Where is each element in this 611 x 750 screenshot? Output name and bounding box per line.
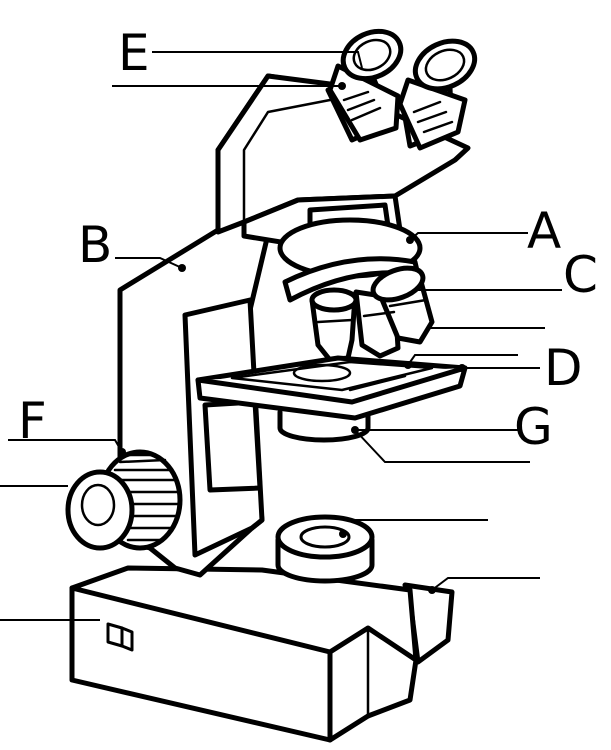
- leader-lines: [0, 51, 562, 621]
- label-a: A: [527, 202, 561, 260]
- label-f: F: [18, 392, 47, 450]
- label-b: B: [78, 216, 112, 274]
- microscope-base: [69, 565, 455, 743]
- label-g: G: [514, 398, 553, 456]
- stage: [195, 355, 468, 493]
- objective-lenses: [309, 265, 435, 363]
- label-c: C: [563, 246, 598, 304]
- light-switch: [106, 622, 134, 652]
- leader-dots: [118, 82, 466, 594]
- label-e: E: [118, 24, 150, 82]
- eyepiece-right: [397, 38, 478, 151]
- label-d: D: [544, 339, 583, 397]
- focus-knob: [65, 449, 183, 551]
- illuminator: [275, 514, 375, 584]
